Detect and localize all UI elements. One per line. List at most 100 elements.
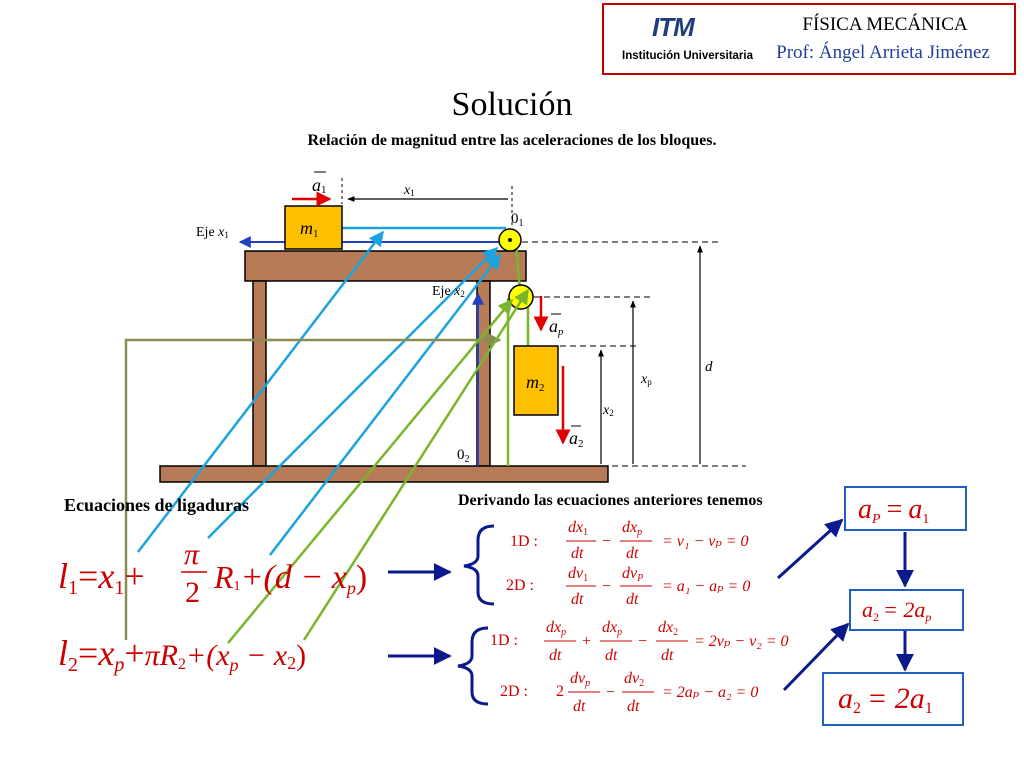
pointer-R2: [227, 298, 513, 644]
svg-text:π: π: [184, 538, 200, 571]
svg-text:dxp: dxp: [546, 619, 566, 638]
floor: [159, 465, 609, 483]
svg-text:xp: xp: [640, 372, 652, 387]
svg-text:dv2: dv2: [624, 670, 644, 689]
svg-text:dt: dt: [605, 647, 618, 664]
page-subtitle: Relación de magnitud entre las aceleraci…: [307, 132, 717, 149]
svg-text:a2= 2ap: a2= 2ap: [862, 597, 931, 624]
derivada-g1-2d: 2D : dv1 dt − dvP dt = a₁ − aₚ = 0: [506, 565, 750, 608]
svg-text:dt: dt: [626, 545, 639, 562]
course-title: FÍSICA MECÁNICA: [802, 14, 968, 35]
brace-group-2: [457, 626, 489, 706]
result-box-1: [844, 486, 967, 531]
pointer-d: [269, 253, 501, 556]
table-leg-left: [252, 280, 267, 467]
logo-text: Institución Universitaria: [622, 50, 754, 62]
svg-text:−: −: [606, 684, 615, 701]
label-m1: m: [300, 218, 313, 238]
svg-text:dt: dt: [549, 647, 562, 664]
svg-text:R1+(d − xp): R1+(d − xp): [213, 559, 367, 598]
derivada-g1-1d: 1D : dx1 dt − dxp dt = v₁ − vₚ = 0: [510, 519, 749, 562]
label-x2: x: [602, 403, 610, 418]
label-a1: a: [312, 175, 321, 195]
professor-name: Prof: Ángel Arrieta Jiménez: [776, 42, 990, 63]
pointer-xp-x2: [302, 288, 530, 641]
svg-text:dt: dt: [571, 591, 584, 608]
result-box-3: [822, 672, 964, 726]
svg-text:dx2: dx2: [658, 619, 678, 638]
svg-text:= v₁ − vₚ = 0: = v₁ − vₚ = 0: [662, 533, 749, 550]
svg-text:dx1: dx1: [568, 519, 588, 538]
arrow-to-r2: [782, 622, 850, 692]
svg-text:2D :: 2D :: [500, 683, 528, 700]
label-d: d: [705, 359, 713, 375]
svg-text:−: −: [602, 578, 611, 595]
svg-text:= 2vₚ − v₂ = 0: = 2vₚ − v₂ = 0: [694, 633, 789, 650]
itm-logo: ITM Institución Universitaria: [622, 10, 753, 70]
svg-text:a2: a2: [569, 428, 584, 450]
derivada-g2-1d: 1D : dxp dt + dxp dt − dx2 dt = 2vₚ − v₂…: [490, 619, 789, 664]
ligaduras-title: Ecuaciones de ligaduras: [64, 495, 250, 515]
svg-text:−: −: [602, 533, 611, 550]
ligadura-eq-2: l2=xp+πR2+(xp − x2): [58, 633, 306, 676]
svg-text:−: −: [638, 633, 647, 650]
svg-text:a2= 2a1: a2= 2a1: [838, 682, 933, 717]
svg-text:02: 02: [457, 447, 470, 465]
svg-text:2: 2: [185, 576, 200, 609]
label-m2: m: [526, 372, 539, 392]
block-m1: [284, 205, 343, 250]
result-eq-1: aP=a1: [858, 494, 929, 527]
svg-text:2: 2: [556, 683, 564, 700]
label-x1: x: [403, 183, 411, 198]
result-box-2: [849, 589, 964, 631]
label-ap: a: [549, 316, 558, 336]
svg-text:1D :: 1D :: [490, 632, 518, 649]
page-title: Solución: [451, 86, 573, 123]
svg-text:Eje x1: Eje x1: [196, 225, 229, 240]
svg-text:x1: x1: [403, 183, 415, 198]
arrow-to-r1: [776, 518, 844, 580]
result-eq-3: a2= 2a1: [838, 682, 933, 717]
block-m2: [513, 345, 559, 416]
derivada-g2-2d: 2D : 2 dvp dt − dv2 dt = 2aₚ − a₂ = 0: [500, 670, 758, 715]
svg-text:= 2aₚ − a₂ = 0: = 2aₚ − a₂ = 0: [662, 684, 758, 701]
pointer-x1: [137, 230, 384, 553]
svg-text:x2: x2: [602, 403, 614, 418]
svg-text:a1: a1: [312, 175, 327, 196]
svg-text:dvP: dvP: [622, 565, 643, 584]
pulley-1-axle: [508, 238, 512, 242]
svg-text:dt: dt: [626, 591, 639, 608]
header-box: [602, 3, 1016, 75]
brace-group-1: [463, 524, 495, 606]
svg-text:m1: m1: [300, 218, 319, 240]
svg-text:2D :: 2D :: [506, 577, 534, 594]
derivadas-title: Derivando las ecuaciones anteriores tene…: [458, 492, 763, 509]
svg-text:dt: dt: [571, 545, 584, 562]
svg-text:ap: ap: [549, 316, 564, 338]
svg-text:1D :: 1D :: [510, 533, 538, 550]
svg-text:dxp: dxp: [602, 619, 622, 638]
logo-mark: ITM: [652, 12, 695, 42]
svg-text:= a₁ − aₚ = 0: = a₁ − aₚ = 0: [662, 578, 750, 595]
label-eje-x2: Eje: [432, 284, 451, 299]
svg-text:dv1: dv1: [568, 565, 588, 584]
svg-text:l2=xp+πR2+(xp − x2): l2=xp+πR2+(xp − x2): [58, 633, 306, 676]
svg-text:Eje x2: Eje x2: [432, 284, 465, 299]
svg-text:dt: dt: [661, 647, 674, 664]
svg-text:01: 01: [511, 211, 524, 229]
pointer-xp: [124, 332, 502, 640]
label-o1: 0: [511, 211, 519, 227]
svg-text:dvp: dvp: [570, 670, 590, 689]
svg-text:dt: dt: [627, 698, 640, 715]
label-a2: a: [569, 428, 578, 448]
label-eje-x1: Eje: [196, 225, 215, 240]
svg-text:+: +: [582, 633, 591, 650]
svg-text:aP=a1: aP=a1: [858, 494, 929, 527]
svg-text:l1=x1+: l1=x1+: [58, 556, 145, 599]
svg-text:m2: m2: [526, 372, 545, 394]
svg-text:dt: dt: [573, 698, 586, 715]
pointer-R1: [207, 246, 499, 539]
svg-text:dxp: dxp: [622, 519, 642, 538]
label-xp: x: [640, 372, 648, 387]
